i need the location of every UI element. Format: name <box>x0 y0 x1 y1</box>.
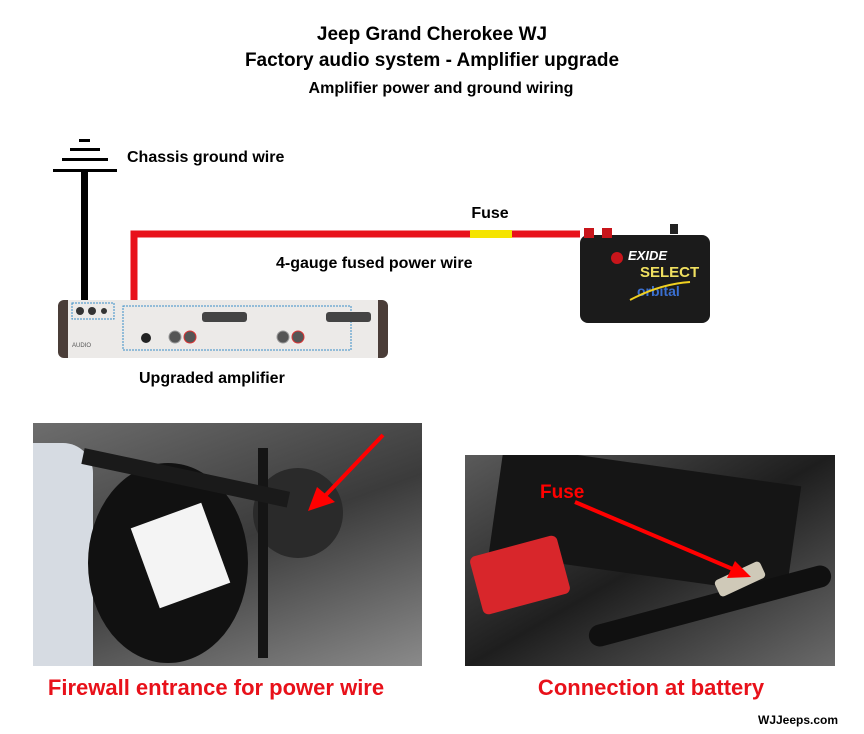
svg-text:SELECT: SELECT <box>640 264 699 281</box>
photo-fuse-label: Fuse <box>540 482 585 503</box>
svg-text:orbital: orbital <box>637 283 680 299</box>
firewall-photo <box>33 423 422 666</box>
title-line-1: Jeep Grand Cherokee WJ <box>316 24 548 45</box>
ground-wire-label: Chassis ground wire <box>127 149 285 166</box>
fuse-label: Fuse <box>471 205 509 222</box>
red-arrow-icon <box>574 500 751 578</box>
title-line-2: Factory audio system - Amplifier upgrade <box>244 50 620 71</box>
amplifier-image: AUDIO <box>58 300 388 358</box>
site-credit: WJJeeps.com <box>758 713 839 727</box>
power-wire-label: 4-gauge fused power wire <box>276 255 473 272</box>
ground-symbol-icon <box>53 139 117 172</box>
amplifier-label: Upgraded amplifier <box>139 370 285 387</box>
battery-caption: Connection at battery <box>537 675 765 700</box>
power-wire <box>130 230 580 302</box>
firewall-caption: Firewall entrance for power wire <box>47 675 385 700</box>
battery-image: EXIDE SELECT orbital <box>580 224 710 323</box>
fuse-icon <box>470 230 512 238</box>
wiring-diagram: AUDIO EXIDE SELECT orbital <box>53 139 710 358</box>
svg-text:EXIDE: EXIDE <box>628 248 667 263</box>
battery-photo: Fuse <box>465 455 835 666</box>
title-line-3: Amplifier power and ground wiring <box>308 80 574 97</box>
svg-text:AUDIO: AUDIO <box>72 343 91 349</box>
ground-wire <box>81 172 88 302</box>
red-arrow-icon <box>308 433 385 511</box>
